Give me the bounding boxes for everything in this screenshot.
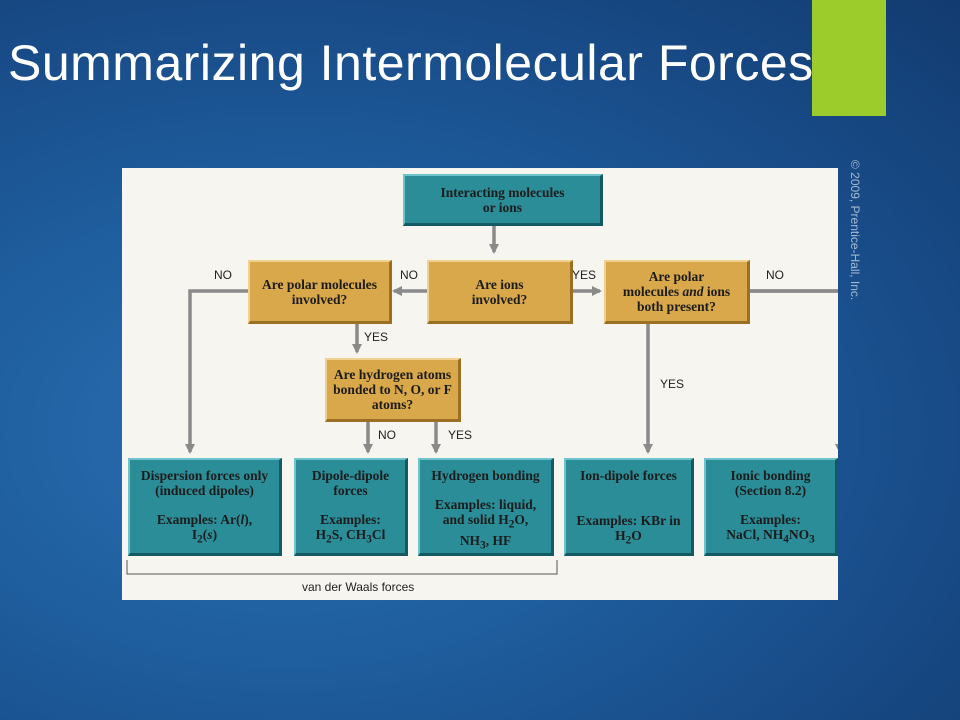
arrow-polar-ions-no (748, 289, 838, 454)
result-dispersion: Dispersion forces only (induced dipoles)… (128, 458, 282, 556)
label-no-polar-ions: NO (766, 268, 784, 282)
arrow-polar-no (185, 289, 248, 454)
label-yes-polar-ions: YES (660, 377, 685, 391)
label-no-ions: NO (400, 268, 418, 282)
connector-lines (126, 225, 838, 575)
copyright-notice: © 2009, Prentice-Hall, Inc. (848, 160, 862, 301)
label-no-hbond: NO (378, 428, 396, 442)
label-yes-hbond: YES (448, 428, 473, 442)
result-hydrogen-bonding: Hydrogen bonding Examples: liquid, and s… (418, 458, 554, 556)
result-dipole-dipole: Dipole-dipole forces Examples: H2S, CH3C… (294, 458, 408, 556)
question-ions-involved: Are ions involved? (427, 260, 573, 324)
label-yes-ions: YES (572, 268, 597, 282)
label-yes-polar: YES (364, 330, 389, 344)
start-box: Interacting molecules or ions (403, 174, 603, 226)
question-polar-and-ions: Are polar molecules and ions both presen… (604, 260, 750, 324)
result-ion-dipole: Ion-dipole forces Examples: KBr in H2O (564, 458, 694, 556)
flowchart-panel: Interacting molecules or ions Are ions i… (122, 168, 838, 600)
van-der-waals-bracket (126, 560, 558, 575)
slide-title: Summarizing Intermolecular Forces (8, 35, 814, 91)
question-hydrogen-bonded: Are hydrogen atoms bonded to N, O, or F … (325, 358, 461, 422)
accent-bar (812, 0, 886, 116)
van-der-waals-label: van der Waals forces (302, 580, 415, 594)
question-polar-molecules: Are polar molecules involved? (248, 260, 392, 324)
label-no-polar: NO (214, 268, 232, 282)
result-ionic-bonding: Ionic bonding (Section 8.2) Examples: Na… (704, 458, 838, 556)
